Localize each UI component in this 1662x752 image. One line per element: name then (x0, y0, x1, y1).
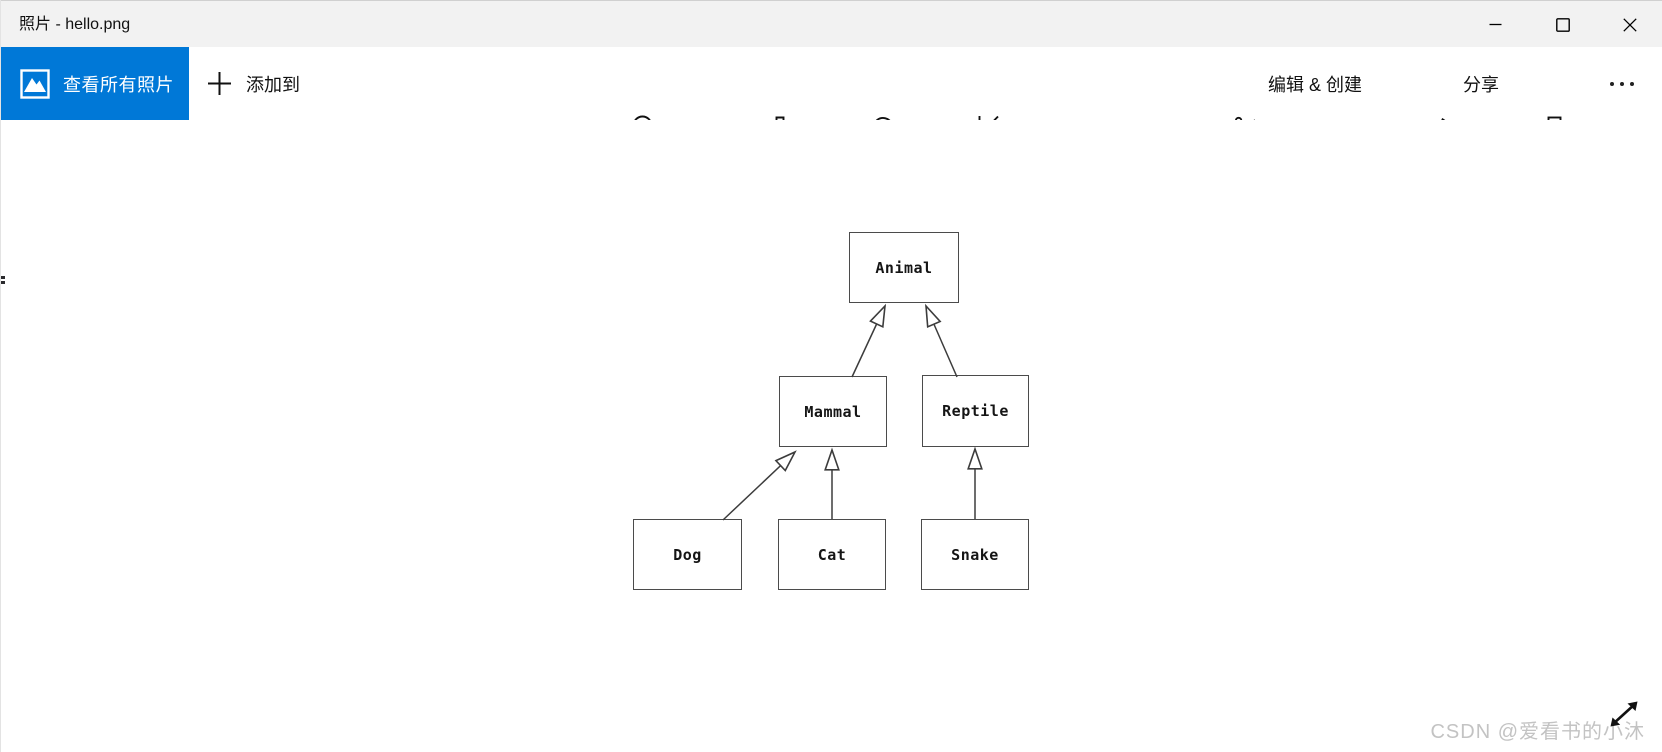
close-button[interactable] (1596, 1, 1662, 48)
maximize-icon (1555, 17, 1570, 32)
diagram-node-label: Mammal (804, 402, 862, 421)
diagram-node-label: Cat (817, 545, 847, 564)
view-all-photos-button[interactable]: 查看所有照片 (1, 47, 189, 120)
resize-diagonal-icon (1610, 701, 1638, 727)
diagram-node-label: Animal (875, 258, 933, 277)
left-edge-artifact (1, 281, 5, 284)
close-icon (1622, 17, 1637, 32)
diagram-node-snake: Snake (921, 519, 1029, 590)
minimize-icon (1489, 23, 1502, 26)
diagram-node-label: Snake (951, 545, 999, 564)
photos-app-icon (20, 68, 50, 99)
diagram-node-label: Dog (673, 545, 702, 564)
add-to-button[interactable]: 添加到 (206, 47, 300, 120)
edit-create-label: 编辑 & 创建 (1268, 74, 1363, 95)
view-all-photos-label: 查看所有照片 (63, 74, 174, 95)
watermark: CSDN @爱看书的小沐 (1430, 721, 1645, 743)
add-icon (208, 72, 231, 95)
diagram-node-reptile: Reptile (922, 375, 1029, 447)
diagram-node-label: Reptile (942, 402, 1009, 420)
share-label: 分享 (1463, 74, 1499, 95)
diagram-node-cat: Cat (778, 519, 886, 590)
add-to-label: 添加到 (246, 74, 300, 95)
maximize-button[interactable] (1529, 1, 1596, 48)
window-title: 照片 - hello.png (19, 16, 131, 33)
toolbar: 查看所有照片 添加到 (1, 47, 1662, 144)
titlebar: 照片 - hello.png (1, 0, 1662, 47)
edit-create-button[interactable]: 编辑 & 创建 (1268, 47, 1362, 120)
more-button[interactable] (1607, 47, 1637, 120)
diagram-node-dog: Dog (633, 519, 742, 590)
share-button[interactable]: 分享 (1463, 47, 1499, 120)
diagram-node-animal: Animal (849, 232, 959, 303)
caption-buttons (1462, 1, 1662, 48)
minimize-button[interactable] (1462, 1, 1529, 48)
left-edge-artifact (1, 276, 5, 279)
more-icon (1610, 81, 1614, 86)
diagram-node-mammal: Mammal (779, 376, 887, 447)
